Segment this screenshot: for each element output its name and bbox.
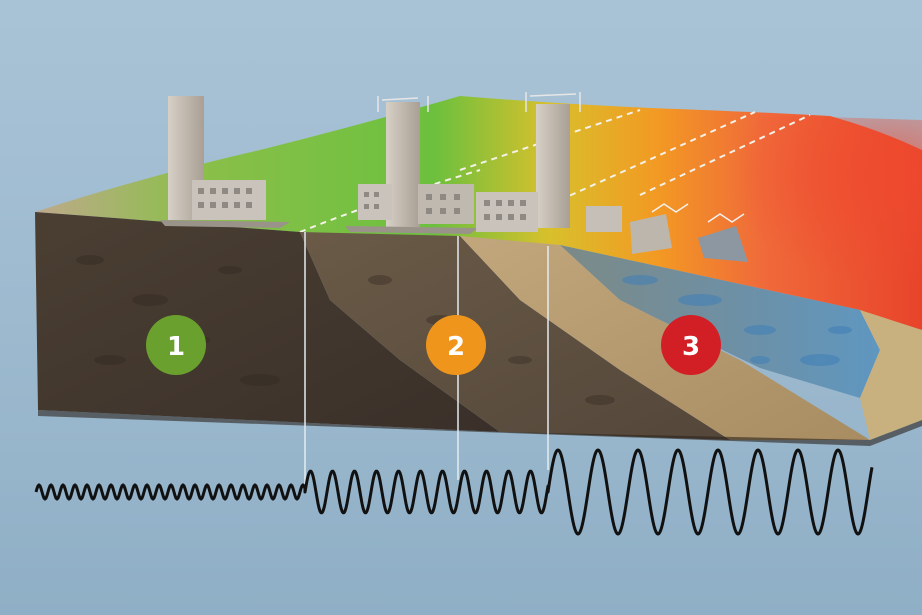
transition-buildings bbox=[476, 92, 581, 232]
zone-badge-2: 2 bbox=[426, 315, 486, 375]
low-building bbox=[358, 184, 392, 220]
zone-1-buildings bbox=[160, 96, 290, 228]
zone-number: 3 bbox=[682, 332, 700, 362]
sediment-layer bbox=[300, 232, 730, 440]
surface-divider-3 bbox=[559, 111, 756, 201]
bedrock-layer bbox=[35, 212, 500, 432]
zone-number: 1 bbox=[167, 332, 185, 362]
shake-lines-icon bbox=[525, 92, 581, 112]
block-bottom-edge bbox=[38, 410, 922, 446]
zone-2-buildings bbox=[345, 96, 478, 234]
shake-lines-icon bbox=[651, 203, 745, 223]
collapsed-building bbox=[698, 226, 748, 262]
zone-number: 2 bbox=[447, 332, 465, 362]
low-building bbox=[418, 184, 474, 224]
low-building bbox=[192, 180, 266, 220]
low-building bbox=[476, 192, 538, 232]
surface-divider-2 bbox=[459, 109, 641, 171]
zone-3-buildings bbox=[586, 203, 748, 262]
block-side-face bbox=[860, 310, 922, 440]
low-building bbox=[586, 206, 622, 232]
soft-soil-texture bbox=[622, 275, 852, 366]
surface-divider-4 bbox=[639, 114, 811, 196]
shake-lines-icon bbox=[377, 96, 429, 112]
tilted-building bbox=[630, 214, 672, 254]
seismic-wave bbox=[34, 448, 874, 536]
zone-badge-3: 3 bbox=[661, 315, 721, 375]
zone-badge-1: 1 bbox=[146, 315, 206, 375]
surface-heat-glow bbox=[600, 110, 922, 330]
tower-building bbox=[536, 104, 570, 228]
